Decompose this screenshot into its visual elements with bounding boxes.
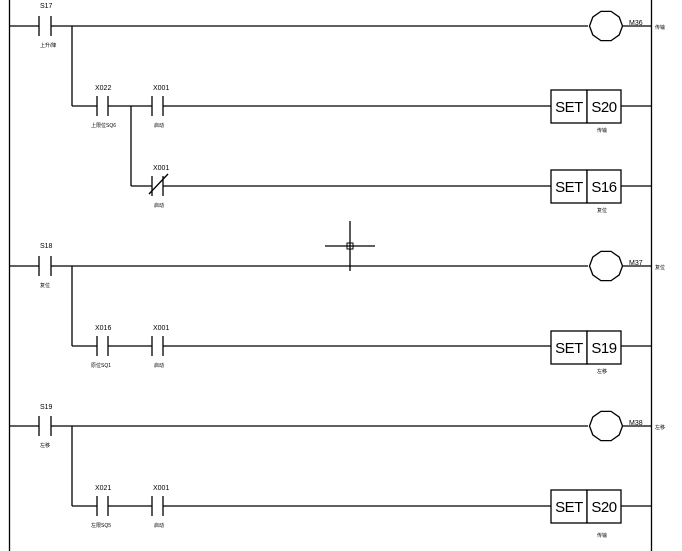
contact-address: X001 [153, 165, 169, 172]
set-comment: 传输 [597, 127, 607, 134]
contact-no [38, 416, 52, 436]
contact-comment: 启动 [154, 362, 164, 369]
rung-1: S17 上升/降 M36 传输 X022 上限位SQ6 X001 启动 SET … [9, 3, 665, 214]
set-instruction-box [550, 330, 622, 365]
contact-address: S18 [40, 243, 53, 250]
set-label: SET [555, 179, 583, 196]
contact-address: S17 [40, 3, 53, 10]
contact-nc [148, 173, 169, 196]
set-label: SET [555, 499, 583, 516]
coil-comment: 左移 [655, 424, 665, 431]
contact-comment: 左移 [40, 442, 50, 449]
contact-no [151, 96, 164, 116]
contact-comment: 左限SQ5 [91, 522, 111, 529]
set-target: S16 [591, 179, 616, 196]
set-instruction-box [550, 89, 622, 124]
contact-address: X001 [153, 325, 169, 332]
set-target: S20 [591, 499, 616, 516]
contact-comment: 启动 [154, 122, 164, 129]
contact-no [96, 496, 109, 516]
coil-symbol [588, 10, 624, 42]
set-comment: 左移 [597, 368, 607, 375]
contact-no [38, 16, 52, 36]
contact-no [151, 496, 164, 516]
coil-address: M36 [629, 20, 643, 27]
contact-comment: 上限位SQ6 [91, 122, 116, 129]
contact-comment: 启动 [154, 522, 164, 529]
contact-no [96, 336, 109, 356]
coil-comment: 传输 [655, 24, 665, 31]
set-comment: 复位 [597, 207, 607, 214]
set-label: SET [555, 99, 583, 116]
set-target: S19 [591, 340, 616, 357]
contact-address: X022 [95, 85, 111, 92]
contact-comment: 复位 [40, 282, 50, 289]
contact-comment: 原位SQ1 [91, 362, 111, 369]
coil-symbol [588, 410, 624, 442]
rung-2: S18 复位 M37 复位 X016 原位SQ1 X001 启动 SET S19… [9, 243, 665, 375]
crosshair-cursor[interactable] [325, 221, 375, 271]
contact-no [38, 256, 52, 276]
coil-comment: 复位 [655, 264, 665, 271]
contact-address: X021 [95, 485, 111, 492]
set-instruction-box [550, 489, 622, 524]
coil-address: M37 [629, 260, 643, 267]
contact-no [151, 336, 164, 356]
contact-address: S19 [40, 404, 53, 411]
contact-comment: 启动 [154, 202, 164, 209]
rung-3: S19 左移 M38 左移 X021 左限SQ5 X001 启动 SET S20… [9, 404, 665, 539]
contact-comment: 上升/降 [40, 42, 56, 49]
coil-symbol [588, 250, 624, 282]
set-label: SET [555, 340, 583, 357]
set-comment: 传输 [597, 532, 607, 539]
contact-address: X001 [153, 485, 169, 492]
set-target: S20 [591, 99, 616, 116]
contact-no [96, 96, 109, 116]
contact-address: X016 [95, 325, 111, 332]
contact-address: X001 [153, 85, 169, 92]
coil-address: M38 [629, 420, 643, 427]
